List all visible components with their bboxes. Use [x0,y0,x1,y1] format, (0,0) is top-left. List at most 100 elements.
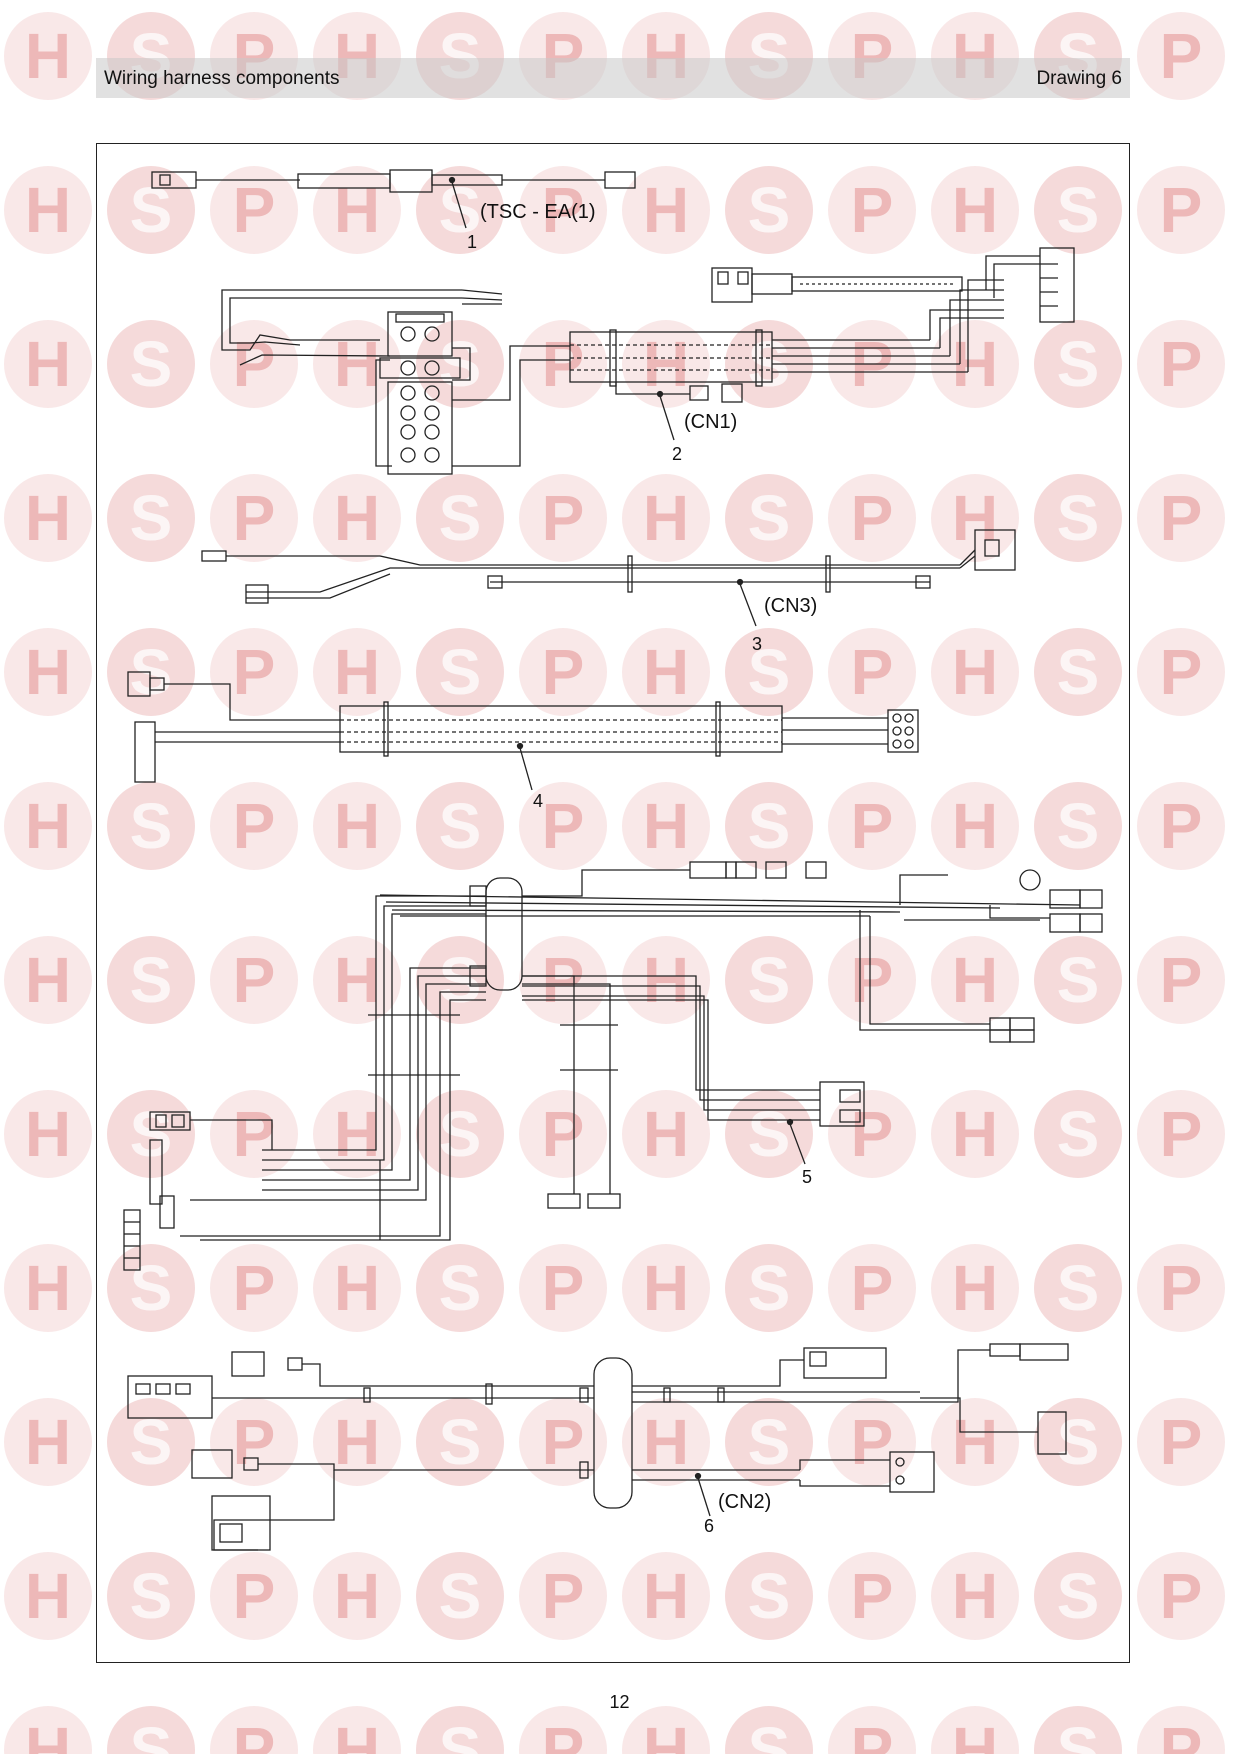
watermark-letter: P [1160,636,1203,708]
watermark-circle [210,320,298,408]
watermark-circle [4,628,92,716]
watermark-circle [828,1090,916,1178]
watermark-letter: P [1160,1098,1203,1170]
watermark-letter: H [25,20,71,92]
component-3-ref: (CN3) [764,595,817,617]
watermark-circle [1137,320,1225,408]
watermark-circle [519,1552,607,1640]
watermark-letter: S [1057,790,1100,862]
watermark-circle [1034,936,1122,1024]
watermark-circle [725,1244,813,1332]
harness-5: 5 [123,861,1103,1271]
page-title: Wiring harness components [104,68,340,89]
watermark-letter: P [542,1406,585,1478]
watermark-circle [931,782,1019,870]
watermark-letter: H [952,1714,998,1754]
component-2-ref: (CN1) [684,411,737,433]
watermark-circle [622,320,710,408]
watermark-letter: H [643,636,689,708]
watermark-circle [210,474,298,562]
watermark-letter: S [130,790,173,862]
watermark-circle [725,320,813,408]
watermark-circle [931,166,1019,254]
watermark-letter: S [439,790,482,862]
watermark-circle [1137,1090,1225,1178]
watermark-circle [622,166,710,254]
watermark-letter: P [233,636,276,708]
watermark-letter: S [439,1252,482,1324]
watermark-circle [828,936,916,1024]
watermark-circle [416,1244,504,1332]
watermark-circle [313,474,401,562]
watermark-circle [4,474,92,562]
watermark-circle [828,628,916,716]
watermark-circle [931,628,1019,716]
watermark-circle [107,474,195,562]
watermark-circle [1034,474,1122,562]
cable-clips [363,1383,725,1479]
watermark-letter: S [1057,174,1100,246]
watermark-circle [107,320,195,408]
watermark-letter: H [334,174,380,246]
watermark-letter: H [334,944,380,1016]
watermark-letter: S [748,1560,791,1632]
watermark-letter: P [1160,20,1203,92]
watermark-circle [519,1090,607,1178]
watermark-circle [725,628,813,716]
watermark-letter: H [643,1560,689,1632]
watermark-circle [622,1090,710,1178]
watermark-circle [107,1244,195,1332]
watermark-letter: S [439,636,482,708]
watermark-letter: P [1160,944,1203,1016]
drawing-frame [96,143,1130,1663]
watermark-circle [416,474,504,562]
watermark-letter: H [25,1098,71,1170]
watermark-circle [313,1706,401,1754]
watermark-circle [313,1552,401,1640]
watermark-letter: P [1160,482,1203,554]
watermark-letter: P [851,944,894,1016]
watermark-letter: S [439,1560,482,1632]
watermark-circle [931,1398,1019,1486]
harness-3: (CN3) 3 [201,529,1016,654]
watermark-letter: P [542,1252,585,1324]
watermark-letter: P [1160,1714,1203,1754]
watermark-circle [725,166,813,254]
watermark-circle [519,628,607,716]
watermark-circle [519,1706,607,1754]
watermark-letter: P [233,1406,276,1478]
watermark-circle [1034,1244,1122,1332]
watermark-circle [1137,628,1225,716]
watermark-circle [313,1244,401,1332]
watermark-letter: P [542,174,585,246]
watermark-letter: P [542,328,585,400]
watermark-letter: P [542,1098,585,1170]
watermark-letter: S [748,482,791,554]
watermark-circle [931,1090,1019,1178]
watermark-letter: P [233,1714,276,1754]
watermark-letter: H [952,1098,998,1170]
watermark-circle [519,1244,607,1332]
watermark-letter: P [542,1714,585,1754]
watermark-letter: P [233,328,276,400]
watermark-circle [622,628,710,716]
watermark-circle [1034,782,1122,870]
watermark-letter: H [643,944,689,1016]
watermark-circle [622,1398,710,1486]
watermark-circle [1137,12,1225,100]
watermark-letter: P [542,636,585,708]
watermark-circle [4,1552,92,1640]
watermark-letter: H [643,790,689,862]
watermark-letter: S [130,1560,173,1632]
watermark-circle [931,320,1019,408]
watermark-circle [107,1706,195,1754]
watermark-letter: H [643,328,689,400]
harness-6: (CN2) 6 [127,1343,1069,1551]
watermark-circle [313,782,401,870]
watermark-letter: S [1057,482,1100,554]
watermark-circle [1137,474,1225,562]
watermark-letter: P [1160,174,1203,246]
watermark-letter: H [25,790,71,862]
watermark-circle [107,782,195,870]
watermark-circle [1137,1244,1225,1332]
